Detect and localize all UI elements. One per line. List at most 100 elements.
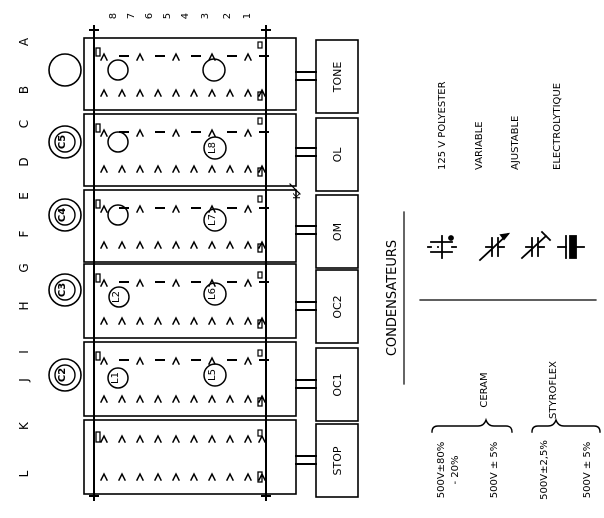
coil-right: [203, 208, 227, 232]
coil-small: [107, 367, 129, 389]
coil-label-c4: C4: [57, 208, 68, 222]
contact: [189, 88, 199, 98]
column-letter: A: [17, 37, 31, 46]
contact: [99, 164, 109, 174]
contact: [135, 316, 145, 326]
contact: [99, 356, 109, 366]
contact: [243, 204, 253, 214]
styroflex-spec-1: 500V±2,5%: [539, 440, 550, 500]
switch-deck: [48, 25, 301, 501]
coil-label-l2: L2: [111, 291, 122, 303]
zero-marker: [257, 41, 263, 49]
contact: [171, 316, 181, 326]
contact: [153, 316, 163, 326]
contact: [171, 434, 181, 444]
coil-right: [203, 363, 227, 387]
switch-board: [83, 189, 297, 263]
button-label: STOP: [331, 446, 344, 475]
coil-label-l5: L5: [207, 369, 218, 381]
contact: [257, 88, 267, 98]
coil-right: [203, 282, 227, 306]
contact: [171, 240, 181, 250]
coil-right: [203, 136, 227, 160]
label-styroflex: STYROFLEX: [548, 361, 559, 419]
push-buttons: TONE OL OM OC2 OC1 STOP: [315, 39, 359, 498]
column-letter: K: [17, 421, 31, 430]
coil-outer: [48, 125, 82, 159]
ceram-spec-1: 500V±80%: [436, 442, 447, 499]
contact: [257, 394, 267, 404]
contact: [99, 128, 109, 138]
contact: [99, 434, 109, 444]
contact: [153, 240, 163, 250]
contact: [207, 52, 217, 62]
row-number: 1: [242, 13, 253, 19]
coil-inner: [54, 204, 76, 226]
contact: [135, 278, 145, 288]
zero-marker: [257, 271, 263, 279]
contact: [117, 472, 127, 482]
contact: [225, 394, 235, 404]
contact: [207, 434, 217, 444]
contact: [207, 316, 217, 326]
contact: [243, 356, 253, 366]
contact: [243, 240, 253, 250]
slot: [257, 91, 263, 101]
ceram-spec-2: 500V ± 5%: [489, 442, 500, 499]
brace-ceram: [431, 417, 513, 433]
label-polyester: 125 V POLYESTER: [437, 81, 448, 170]
column-letter: E: [17, 192, 31, 200]
contact: [153, 472, 163, 482]
row-number: 6: [144, 13, 155, 19]
contact: [99, 472, 109, 482]
contact: [153, 88, 163, 98]
contact: [189, 316, 199, 326]
row-number: 7: [126, 13, 137, 19]
coil-outer: [48, 273, 82, 307]
column-letter: L: [17, 470, 31, 477]
styroflex-spec-2: 500V ± 5%: [582, 442, 593, 499]
button-label: OL: [331, 147, 344, 163]
contact: [99, 204, 109, 214]
contact: [153, 164, 163, 174]
contact: [243, 434, 253, 444]
contact: [99, 316, 109, 326]
contact: [243, 128, 253, 138]
legend-heading: CONDENSATEURS: [385, 240, 400, 356]
zero-marker: [257, 429, 263, 437]
slot: [95, 431, 101, 443]
contact: [171, 88, 181, 98]
contact: [117, 316, 127, 326]
contact: [225, 240, 235, 250]
slot: [257, 397, 263, 407]
contact: [171, 472, 181, 482]
contact: [225, 316, 235, 326]
electrolytic-capacitor-symbol: [557, 235, 585, 259]
button-om: OM: [315, 194, 359, 269]
contact: [243, 394, 253, 404]
button-label: OC1: [331, 373, 344, 396]
contact: [99, 52, 109, 62]
contact: [189, 240, 199, 250]
slot: [257, 471, 263, 483]
contact: [225, 472, 235, 482]
contact: [117, 164, 127, 174]
contact: [171, 128, 181, 138]
button-stop: STOP: [315, 423, 359, 498]
contact: [117, 88, 127, 98]
button-ol: OL: [315, 117, 359, 192]
contact: [257, 434, 267, 444]
contact: [153, 434, 163, 444]
coil-label-l8: L8: [207, 142, 218, 154]
contact: [189, 434, 199, 444]
contact: [207, 88, 217, 98]
contact: [135, 434, 145, 444]
column-letter: D: [17, 157, 31, 166]
column-letter: I: [17, 350, 31, 354]
row-number: 3: [200, 13, 211, 19]
button-label: TONE: [331, 62, 344, 94]
slot: [257, 319, 263, 329]
variable-capacitor-symbol: [478, 232, 511, 262]
coil-outer: [48, 358, 82, 392]
contact: [135, 164, 145, 174]
